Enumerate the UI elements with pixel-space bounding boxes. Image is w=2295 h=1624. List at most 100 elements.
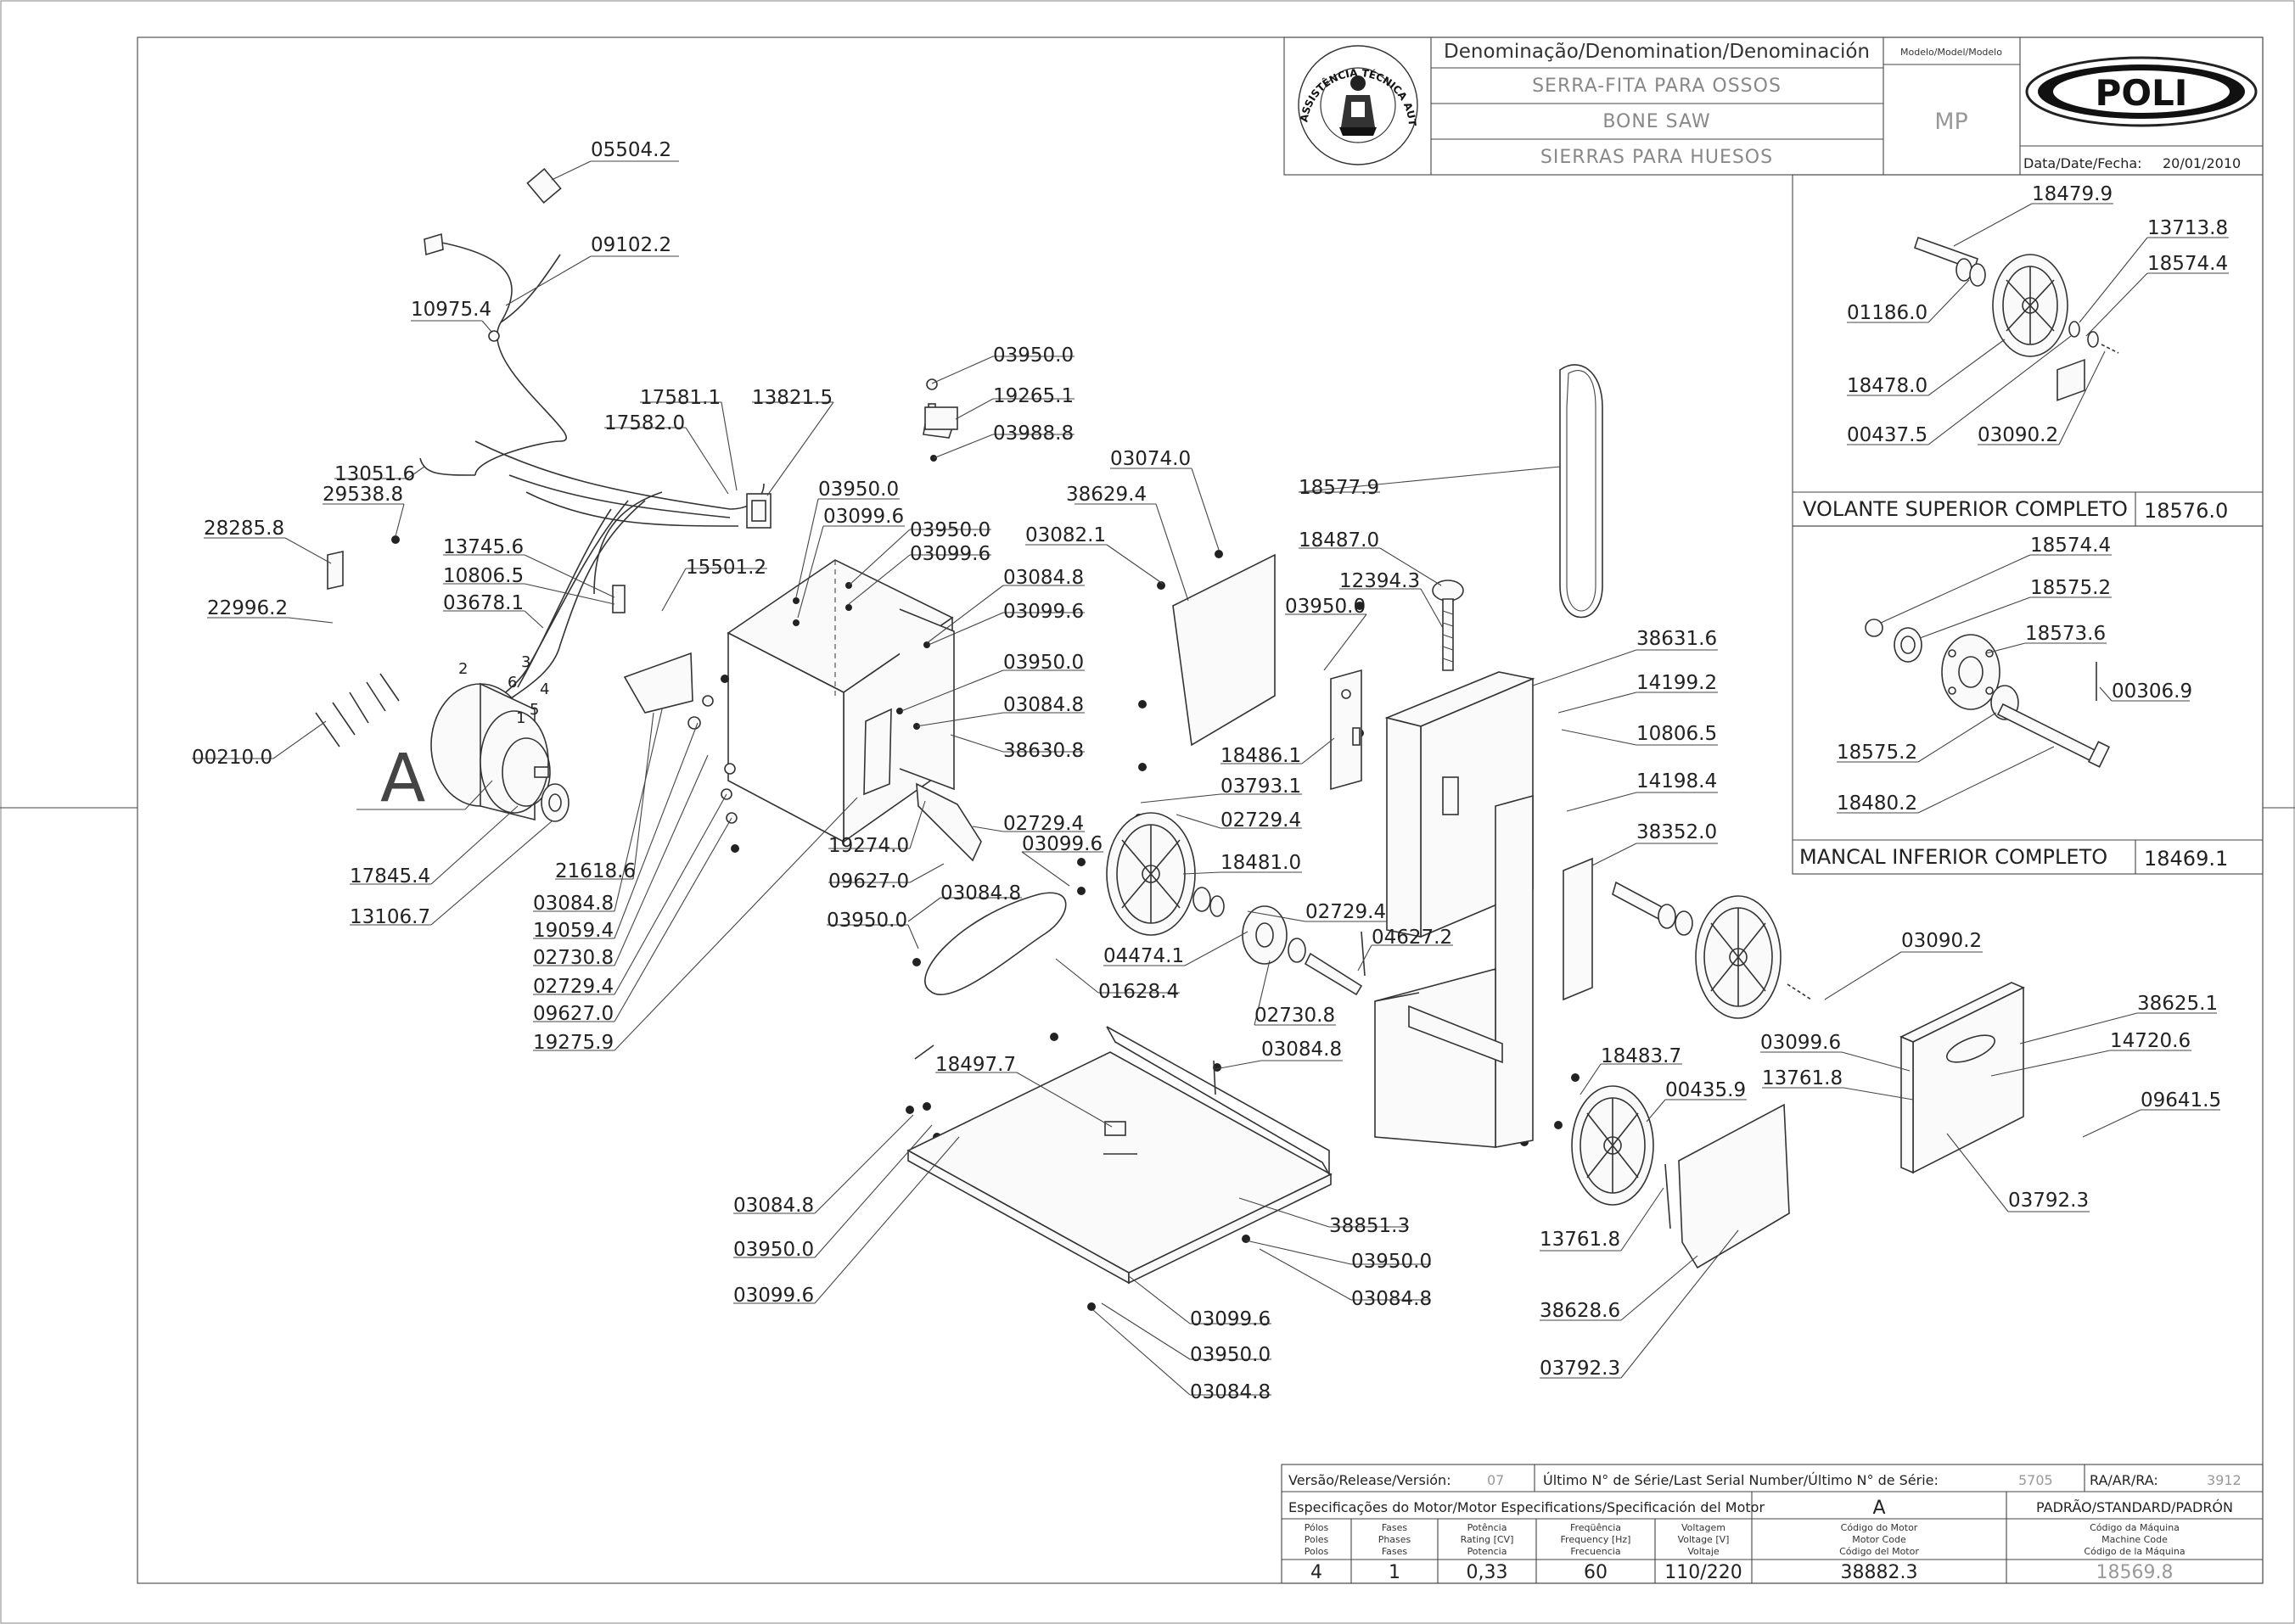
work-table <box>906 1026 1333 1285</box>
part-label: 03082.1 <box>1025 524 1106 546</box>
part-label: 38631.6 <box>1636 628 1717 650</box>
part-label: 10806.5 <box>443 565 524 587</box>
machine-code-value: 18569.8 <box>2096 1562 2174 1583</box>
name-en: BONE SAW <box>1602 111 1710 132</box>
part-label: 03950.0 <box>1285 596 1366 618</box>
part-label: 02730.8 <box>1254 1005 1335 1027</box>
part-label: 03099.6 <box>733 1285 814 1307</box>
col-header: Potencia <box>1467 1546 1507 1557</box>
part-label: 17845.4 <box>350 865 430 888</box>
part-label: 03099.6 <box>910 543 990 565</box>
voltage-value: 110/220 <box>1664 1562 1742 1583</box>
detail-upper-label: 13713.8 <box>2147 217 2228 239</box>
electric-motor <box>430 682 570 822</box>
part-label: 03084.8 <box>940 882 1021 904</box>
col-header: Potência <box>1467 1522 1507 1533</box>
part-label: 09102.2 <box>591 234 671 256</box>
part-label: 14198.4 <box>1636 770 1717 792</box>
col-header: Pólos <box>1305 1522 1329 1533</box>
detail-lower-title: MANCAL INFERIOR COMPLETO <box>1799 845 2107 869</box>
part-label: 03084.8 <box>1003 694 1084 716</box>
part-label: 02729.4 <box>1305 901 1386 923</box>
part-label: 18486.1 <box>1220 745 1301 767</box>
part-label: 21618.6 <box>555 860 636 882</box>
bracket <box>327 551 344 590</box>
date-label: Data/Date/Fecha: <box>2023 155 2142 171</box>
name-pt: SERRA-FITA PARA OSSOS <box>1532 76 1782 97</box>
part-label: 03950.0 <box>733 1239 814 1261</box>
part-label: 03950.0 <box>818 479 899 501</box>
part-label: 14199.2 <box>1636 672 1717 694</box>
poles-value: 4 <box>1310 1562 1322 1583</box>
part-label: 04627.2 <box>1372 927 1452 949</box>
part-label: 03099.6 <box>1003 601 1084 623</box>
detail-lower-label: 18574.4 <box>2030 535 2111 557</box>
detail-lower-bearing: MANCAL INFERIOR COMPLETO 18469.1 18574.4… <box>1792 525 2264 875</box>
part-label: 00210.0 <box>192 747 272 769</box>
part-label: 38629.4 <box>1066 484 1147 506</box>
part-label: 03792.3 <box>1540 1358 1620 1380</box>
brand-name: POLI <box>2096 72 2188 114</box>
leader-lines <box>192 160 2220 1396</box>
part-label: 09627.0 <box>533 1003 614 1025</box>
cord-tag <box>526 168 562 204</box>
part-label: 03950.0 <box>910 519 990 541</box>
wire-number: 5 <box>530 701 539 719</box>
part-label: 00435.9 <box>1665 1079 1746 1101</box>
part-label: 19275.9 <box>533 1032 614 1054</box>
part-label: 03950.0 <box>1351 1251 1432 1273</box>
part-label: 02729.4 <box>1220 809 1301 832</box>
part-label: 19274.0 <box>828 835 909 857</box>
part-label: 03084.8 <box>733 1195 814 1217</box>
part-label: 03678.1 <box>443 592 524 614</box>
terminal-block <box>612 585 626 613</box>
part-label: 13761.8 <box>1540 1229 1620 1251</box>
detail-lower-label: 18575.2 <box>2030 577 2111 599</box>
detail-lower-label: 18575.2 <box>1837 742 1917 764</box>
bearing-housing <box>1242 905 1288 965</box>
part-label: 05504.2 <box>591 139 671 161</box>
col-header: Poles <box>1305 1534 1329 1545</box>
detail-upper-label: 18479.9 <box>2032 183 2113 205</box>
part-label: 38630.8 <box>1003 740 1084 762</box>
motor-callout-letter: A <box>380 741 425 817</box>
rear-cover <box>1172 553 1276 747</box>
col-header: Código do Motor <box>1841 1522 1918 1533</box>
part-label: 18577.9 <box>1299 477 1379 499</box>
drive-belt <box>924 892 1067 996</box>
part-label: 03950.0 <box>993 344 1074 367</box>
col-header: Machine Code <box>2101 1534 2168 1545</box>
part-label: 13821.5 <box>752 387 833 409</box>
part-label: 19265.1 <box>993 385 1074 407</box>
part-label: 02729.4 <box>533 976 614 998</box>
part-label: 03099.6 <box>1760 1032 1841 1054</box>
model-value: MP <box>1934 109 1968 135</box>
ra-label: RA/AR/RA: <box>2090 1472 2158 1488</box>
release-value: 07 <box>1487 1472 1504 1488</box>
col-header: Frequency [Hz] <box>1561 1534 1631 1545</box>
part-label: 04474.1 <box>1103 945 1184 967</box>
guard-plate <box>916 782 982 862</box>
poli-logo: POLI <box>2025 56 2258 127</box>
upper-guide-block <box>1330 669 1362 791</box>
frequency-value: 60 <box>1584 1562 1608 1583</box>
power-cord <box>432 240 568 476</box>
part-label: 12394.3 <box>1339 570 1420 592</box>
part-label: 03950.0 <box>827 910 907 932</box>
wire-number: 1 <box>516 709 525 727</box>
wire-number: 6 <box>508 674 517 692</box>
detail-upper-label: 00437.5 <box>1847 424 1927 446</box>
part-label: 03084.8 <box>1190 1381 1271 1403</box>
standard-label: PADRÃO/STANDARD/PADRÓN <box>2036 1499 2233 1515</box>
col-header: Código del Motor <box>1839 1546 1919 1557</box>
motor-bracket <box>863 708 892 796</box>
detail-upper-label: 18478.0 <box>1847 375 1927 397</box>
col-header: Voltagem <box>1681 1522 1725 1533</box>
motor-pulley-wheel <box>1106 812 1196 936</box>
col-header: Fases <box>1382 1546 1408 1557</box>
col-header: Frecuencia <box>1570 1546 1620 1557</box>
detail-lower-label: 18573.6 <box>2025 623 2106 645</box>
part-label: 18481.0 <box>1220 852 1301 874</box>
part-label: 18483.7 <box>1601 1045 1681 1067</box>
